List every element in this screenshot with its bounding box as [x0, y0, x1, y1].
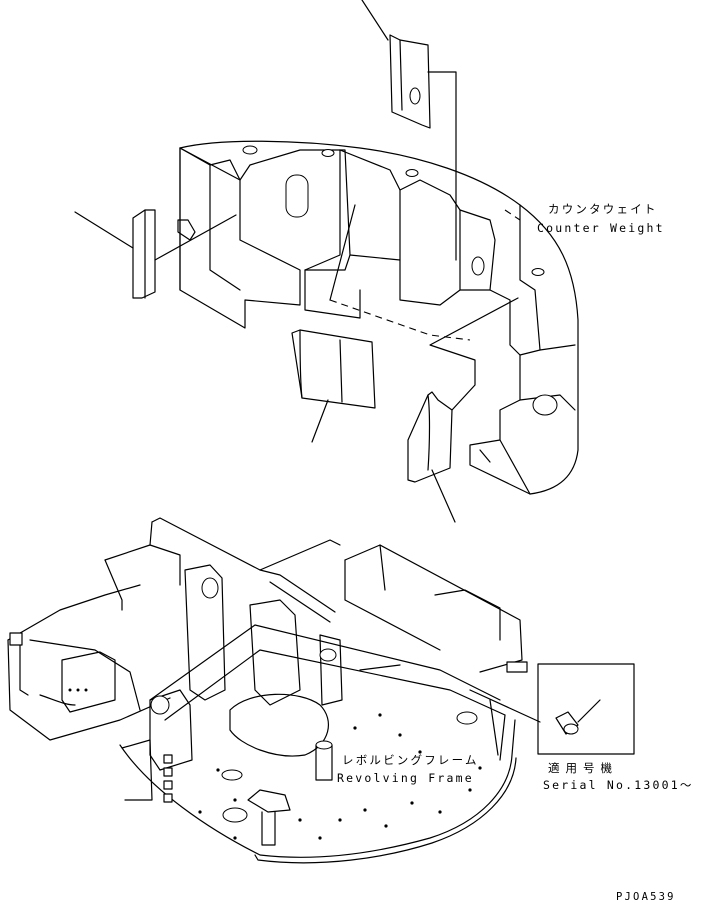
plug-part-icon — [555, 699, 601, 735]
serial-label-jp: 適用号機 — [548, 761, 618, 775]
counter-weight-label-jp: カウンタウェイト — [548, 202, 658, 216]
insulation-pad-icon — [132, 34, 453, 483]
serial-detail-box — [537, 663, 635, 755]
counter-weight-icon — [177, 140, 579, 495]
drawing-code: PJOA539 — [616, 891, 676, 903]
revolving-frame-icon — [7, 517, 541, 864]
counter-weight-label-en: Counter Weight — [537, 221, 665, 235]
revolving-frame-label-en: Revolving Frame — [337, 771, 474, 785]
serial-label-en: Serial No.13001～ — [543, 778, 694, 792]
revolving-frame-label-jp: レボルビングフレーム — [342, 753, 479, 767]
leader-lines — [74, 0, 519, 523]
